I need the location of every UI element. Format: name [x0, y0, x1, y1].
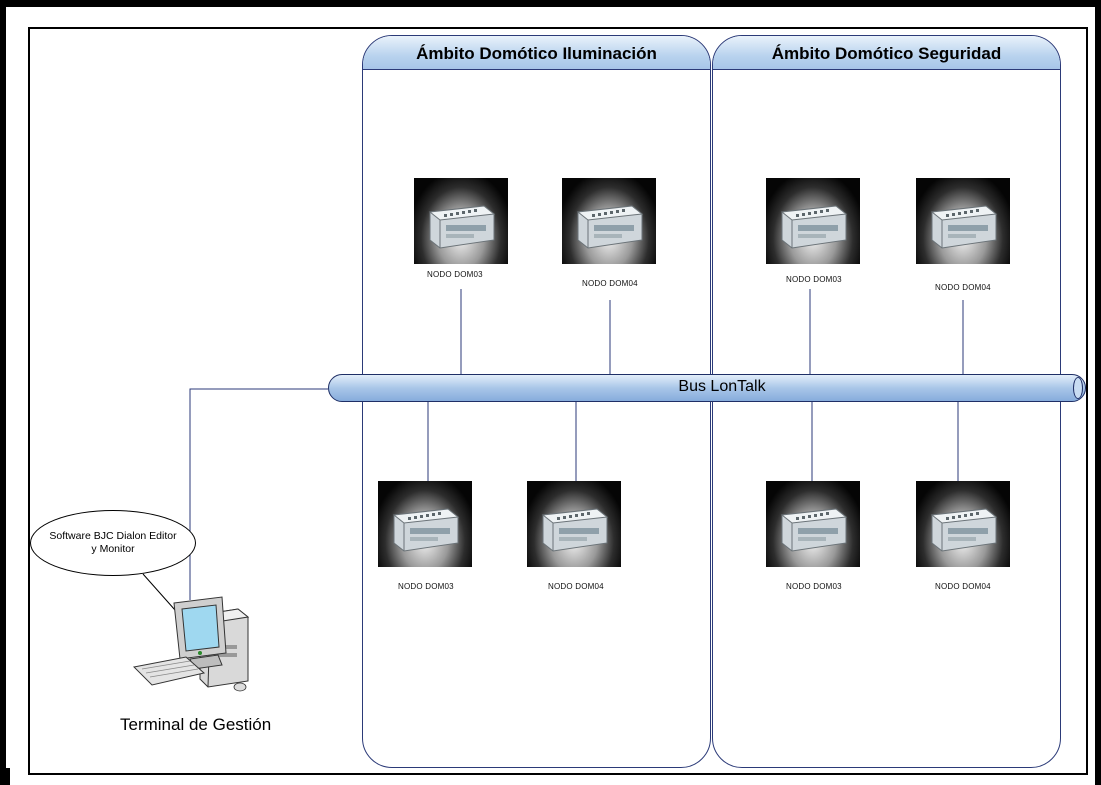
zone-title: Ámbito Domótico Iluminación — [363, 36, 710, 70]
link-terminal — [189, 388, 328, 600]
node-label: NODO DOM04 — [935, 582, 991, 591]
node-label: NODO DOM03 — [786, 275, 842, 284]
din-rail-controller-icon — [378, 481, 472, 567]
controller-body — [780, 205, 848, 249]
bus-lontalk: Bus LonTalk — [328, 374, 1086, 402]
node-label: NODO DOM03 — [427, 270, 483, 279]
frame-corner-mark — [6, 768, 10, 785]
din-rail-controller-icon — [562, 178, 656, 264]
controller-body — [930, 508, 998, 552]
controller-body — [780, 508, 848, 552]
controller-body — [541, 508, 609, 552]
bus-end-cap — [1073, 377, 1083, 399]
software-label: Software BJC Dialon Editor y Monitor — [49, 530, 177, 555]
din-rail-controller-icon — [414, 178, 508, 264]
desktop-computer-icon — [132, 596, 250, 692]
node-label: NODO DOM03 — [786, 582, 842, 591]
node-label: NODO DOM04 — [935, 283, 991, 292]
controller-body — [392, 508, 460, 552]
bus-label: Bus LonTalk — [678, 378, 766, 395]
inner-frame — [28, 27, 1088, 775]
software-callout: Software BJC Dialon Editor y Monitor — [30, 510, 196, 576]
controller-body — [576, 205, 644, 249]
node-label: NODO DOM04 — [548, 582, 604, 591]
node-label: NODO DOM04 — [582, 279, 638, 288]
din-rail-controller-icon — [766, 178, 860, 264]
controller-body — [930, 205, 998, 249]
zone-title: Ámbito Domótico Seguridad — [713, 36, 1060, 70]
din-rail-controller-icon — [527, 481, 621, 567]
terminal-label: Terminal de Gestión — [120, 715, 272, 734]
din-rail-controller-icon — [916, 178, 1010, 264]
controller-body — [428, 205, 496, 249]
din-rail-controller-icon — [916, 481, 1010, 567]
din-rail-controller-icon — [766, 481, 860, 567]
bubble-pointer — [142, 573, 176, 611]
node-label: NODO DOM03 — [398, 582, 454, 591]
